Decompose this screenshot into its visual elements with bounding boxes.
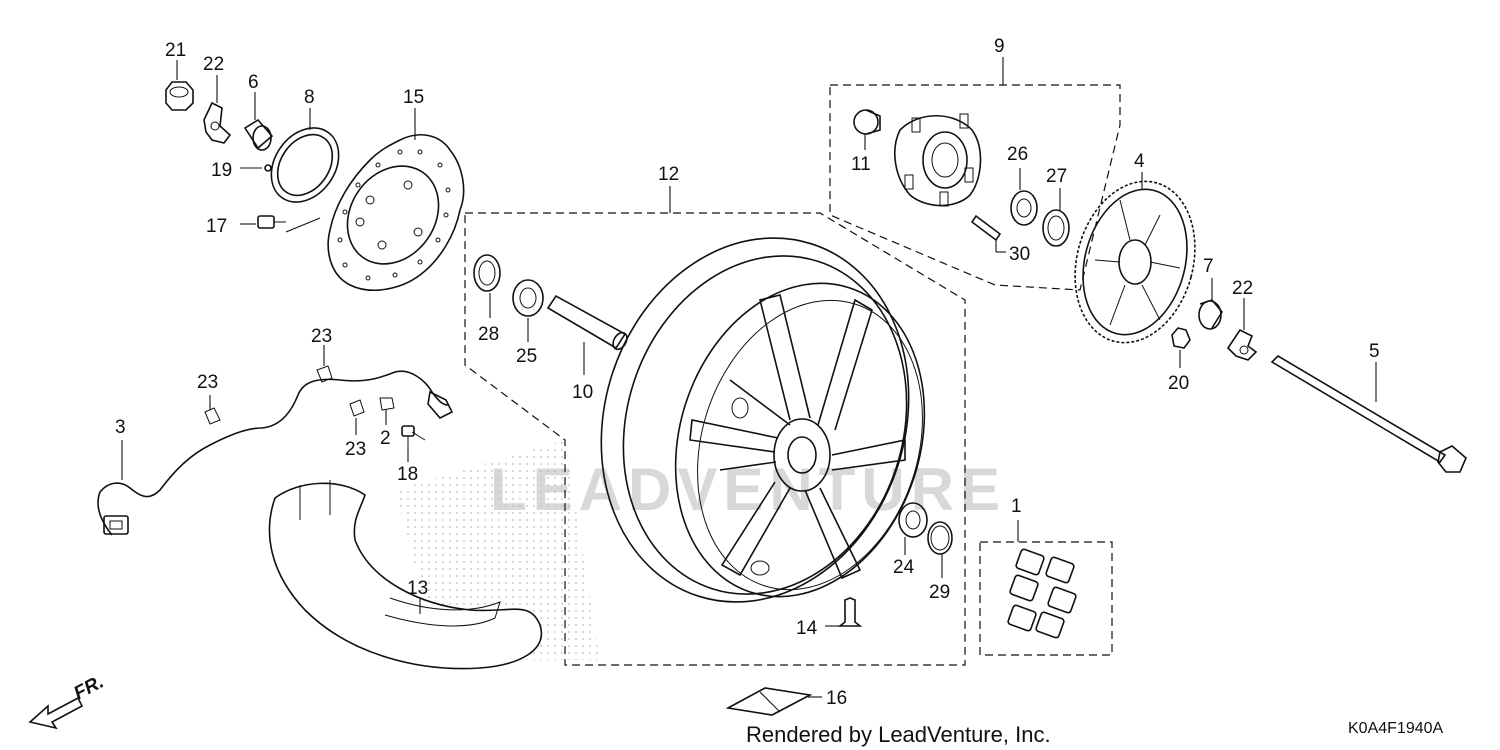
callout-19: 19 xyxy=(211,160,232,181)
circlip-part-29 xyxy=(927,521,953,555)
callout-2: 2 xyxy=(380,428,391,449)
stud-part-30 xyxy=(970,214,1002,242)
bolt-part-19 xyxy=(264,164,272,172)
group-outline-wheel xyxy=(464,212,966,666)
callout-29: 29 xyxy=(929,582,950,603)
bracket-part-22-left xyxy=(203,101,232,144)
oil-seal-part-28 xyxy=(473,254,501,292)
front-direction-arrow-icon xyxy=(28,696,84,730)
callout-9: 9 xyxy=(994,36,1005,57)
damper-rubbers-part-1 xyxy=(1007,548,1077,639)
callout-16: 16 xyxy=(826,688,847,709)
callout-15: 15 xyxy=(403,87,424,108)
callout-28: 28 xyxy=(478,324,499,345)
callout-5: 5 xyxy=(1369,341,1380,362)
callout-22-right: 22 xyxy=(1232,278,1253,299)
callout-6: 6 xyxy=(248,72,259,93)
callout-3: 3 xyxy=(115,417,126,438)
hub-flange-part-9 xyxy=(894,113,982,207)
callout-13: 13 xyxy=(407,578,428,599)
callout-26: 26 xyxy=(1007,144,1028,165)
group-outline-hub xyxy=(829,84,1121,291)
bracket-part-22-right xyxy=(1226,328,1258,361)
collar-part-11 xyxy=(853,109,881,135)
sensor-harness-part-3 xyxy=(97,365,454,536)
callout-24: 24 xyxy=(893,557,915,578)
callout-18: 18 xyxy=(397,464,418,485)
axle-part-5 xyxy=(1270,354,1467,473)
callout-23-left: 23 xyxy=(197,372,218,393)
balance-weight-part-16 xyxy=(725,687,813,716)
bearing-part-26 xyxy=(1010,190,1038,226)
bolt-part-18 xyxy=(401,425,426,448)
callout-4: 4 xyxy=(1134,151,1145,172)
render-credit: Rendered by LeadVenture, Inc. xyxy=(746,722,1051,747)
callout-1: 1 xyxy=(1011,496,1022,517)
diagram-code: K0A4F1940A xyxy=(1348,720,1444,737)
nut-part-20 xyxy=(1171,327,1191,349)
bearing-part-25 xyxy=(512,279,544,317)
callout-10: 10 xyxy=(572,382,593,403)
callout-20: 20 xyxy=(1168,373,1189,394)
wheel-part-12 xyxy=(600,237,926,603)
callout-12: 12 xyxy=(658,164,679,185)
callout-11: 11 xyxy=(851,154,871,175)
bearing-part-24 xyxy=(898,502,928,538)
sprocket-part-4 xyxy=(1074,180,1196,344)
distance-collar-part-10 xyxy=(546,294,628,351)
bolt-part-17 xyxy=(257,215,286,229)
callout-23-bottom: 23 xyxy=(345,439,366,460)
nut-part-21 xyxy=(165,81,194,111)
callout-8: 8 xyxy=(304,87,315,108)
oil-seal-part-27 xyxy=(1042,209,1070,247)
callout-23-top: 23 xyxy=(311,326,332,347)
callout-25: 25 xyxy=(516,346,537,367)
collar-part-6 xyxy=(243,118,274,151)
callout-17: 17 xyxy=(206,216,227,237)
callout-30: 30 xyxy=(1009,244,1030,265)
brake-disc-part-15 xyxy=(327,134,465,291)
callout-21: 21 xyxy=(165,40,186,61)
callout-22-left: 22 xyxy=(203,54,224,75)
group-outline-damper xyxy=(979,541,1113,656)
seal-ring-part-8 xyxy=(270,127,340,203)
callout-14: 14 xyxy=(796,618,818,639)
collar-part-7 xyxy=(1198,299,1223,330)
tire-part-13 xyxy=(268,440,600,670)
callout-7: 7 xyxy=(1203,256,1214,277)
callout-27: 27 xyxy=(1046,166,1067,187)
valve-part-14 xyxy=(837,597,863,627)
